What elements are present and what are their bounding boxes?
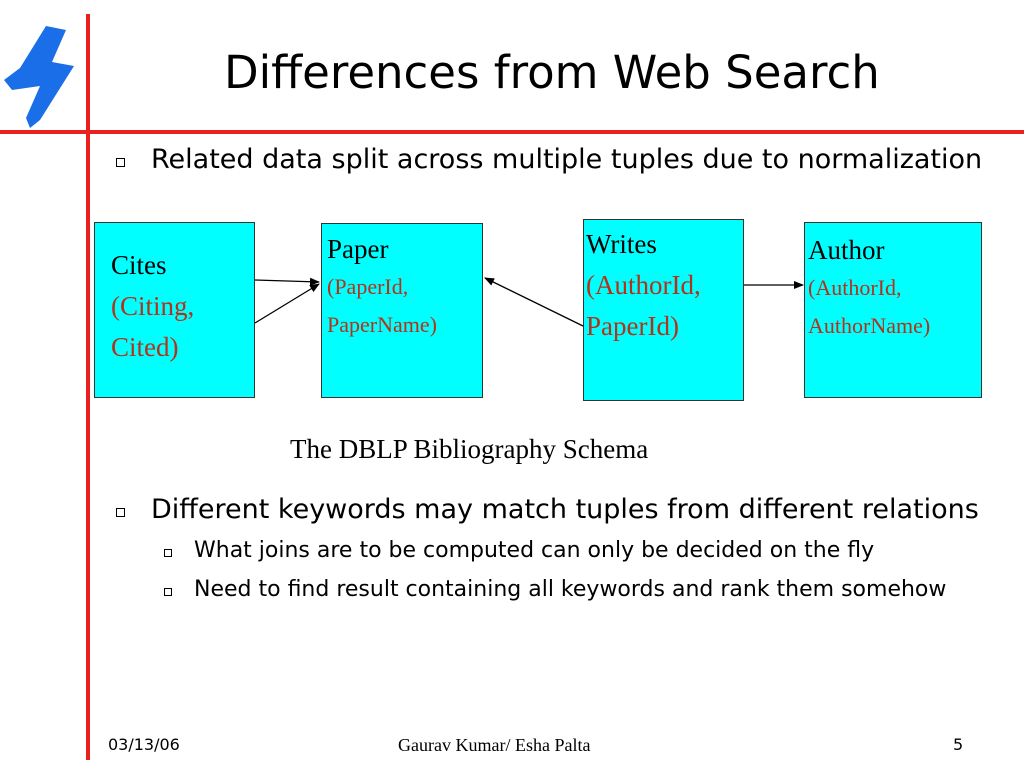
schema-box-cites: Cites (Citing, Cited) (94, 222, 255, 398)
bullet-item: Related data split across multiple tuple… (116, 143, 996, 176)
slide-title: Differences from Web Search (224, 46, 880, 99)
bullet-square-icon (116, 508, 125, 517)
horizontal-accent-line (0, 130, 1024, 134)
box-attrs-line1: (Citing, (111, 291, 195, 321)
bullet-text: Different keywords may match tuples from… (151, 494, 979, 525)
sub-bullet-text: What joins are to be computed can only b… (194, 538, 875, 563)
box-attrs-line2: AuthorName) (808, 313, 931, 338)
vertical-accent-line (86, 14, 90, 760)
sub-bullet-square-icon (164, 588, 172, 596)
bullet-text: Related data split across multiple tuple… (151, 144, 983, 175)
sub-bullet-square-icon (164, 549, 172, 557)
box-attrs-line1: (PaperId, (327, 274, 409, 299)
arrow-writes-to-paper (484, 277, 584, 327)
sub-bullet-item: What joins are to be computed can only b… (164, 537, 996, 565)
bullet-item: Different keywords may match tuples from… (116, 493, 996, 526)
bullet-list-top: Related data split across multiple tuple… (116, 143, 996, 176)
box-name: Author (808, 235, 885, 265)
box-attrs-line2: Cited) (111, 332, 179, 362)
footer-page-number: 5 (953, 735, 964, 754)
footer-date: 03/13/06 (108, 735, 180, 754)
schema-box-paper: Paper (PaperId, PaperName) (321, 223, 483, 398)
box-attrs-line2: PaperId) (586, 311, 679, 341)
bullet-square-icon (116, 158, 125, 167)
schema-box-author: Author (AuthorId, AuthorName) (804, 222, 982, 398)
box-attrs-line1: (AuthorId, (808, 275, 902, 300)
box-name: Cites (111, 250, 167, 280)
arrow-cites-citing-to-paper (254, 277, 320, 286)
box-attrs-line2: PaperName) (327, 312, 437, 337)
sub-bullet-item: Need to find result containing all keywo… (164, 576, 996, 604)
arrow-cites-cited-to-paper (254, 283, 320, 324)
footer-authors: Gaurav Kumar/ Esha Palta (398, 735, 591, 755)
schema-box-writes: Writes (AuthorId, PaperId) (583, 219, 744, 401)
box-name: Paper (327, 234, 389, 264)
schema-caption: The DBLP Bibliography Schema (290, 434, 649, 464)
box-attrs-line1: (AuthorId, (586, 270, 701, 300)
lightning-bolt-logo-icon (4, 26, 74, 128)
bullet-list-bottom: Different keywords may match tuples from… (116, 493, 996, 604)
box-name: Writes (586, 229, 657, 259)
sub-bullet-text: Need to find result containing all keywo… (194, 577, 947, 602)
